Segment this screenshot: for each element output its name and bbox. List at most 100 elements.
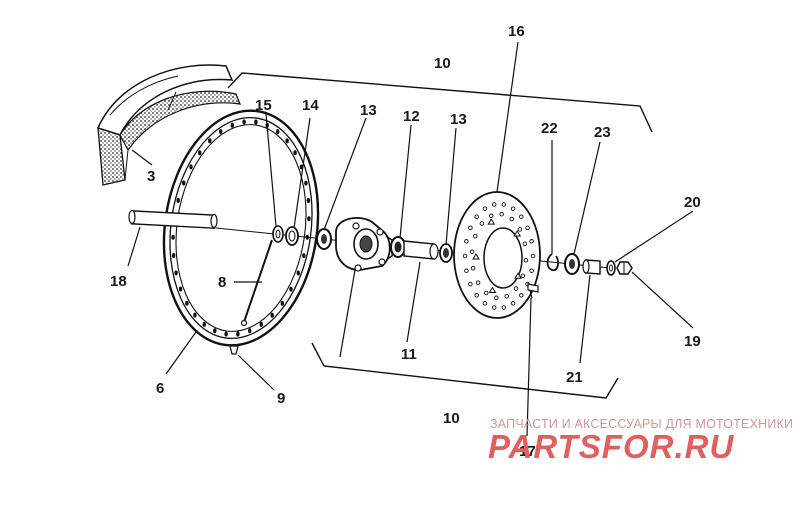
disc-bolt — [527, 283, 539, 299]
callout-12: 12 — [403, 108, 420, 125]
callout-6: 6 — [156, 380, 164, 397]
spoke-hole — [176, 197, 180, 203]
spoke-hole — [213, 328, 217, 334]
outer-seal — [564, 253, 580, 275]
callout-3: 3 — [147, 168, 155, 185]
seal-13-left — [316, 228, 332, 250]
rim — [162, 109, 320, 347]
spoke-hole — [293, 150, 297, 156]
disc-hole — [501, 305, 507, 310]
spoke-hole — [236, 331, 240, 337]
callout-13-left: 13 — [360, 102, 377, 119]
disc-hole — [468, 225, 473, 231]
disc-mount-hole — [488, 286, 497, 293]
disc-hole — [479, 221, 485, 226]
spoke-hole — [296, 270, 300, 276]
seal-13-right — [439, 243, 453, 263]
spoke-hole — [208, 138, 212, 144]
disc-hole — [530, 253, 536, 259]
disc-hole — [464, 239, 469, 244]
watermark-subtitle: ЗАПЧАСТИ И АКСЕССУАРЫ ДЛЯ МОТОТЕХНИКИ — [490, 417, 793, 431]
disc-hole — [488, 213, 494, 219]
spoke-hole — [259, 321, 263, 327]
washer — [606, 260, 616, 276]
spoke-hole — [198, 150, 202, 156]
callout-14: 14 — [302, 97, 319, 114]
callout-17: 17 — [519, 443, 536, 460]
disc-hole — [472, 233, 478, 239]
spoke-hole — [202, 321, 207, 327]
disc-hole — [494, 295, 499, 301]
spoke-hole — [285, 138, 289, 144]
callout-15: 15 — [255, 97, 272, 114]
axle — [128, 209, 218, 229]
callout-labels: 3 6 8 9 10 10 11 12 13 13 14 15 16 17 18… — [110, 23, 701, 460]
spoke-hole — [289, 286, 293, 292]
callout-9: 9 — [277, 390, 285, 407]
disc-hole — [523, 257, 529, 263]
callout-10-bottom: 10 — [443, 410, 460, 427]
group-bracket-bottom — [311, 342, 619, 399]
watermark-brand: PARTSFOR.RU — [488, 428, 734, 465]
spoke-hole — [242, 119, 246, 125]
leader-lines — [127, 41, 694, 437]
disc-hole — [517, 227, 523, 232]
disc-hole — [499, 211, 504, 217]
tire-section — [96, 64, 241, 186]
spoke-hole — [182, 180, 186, 186]
spoke-hole — [189, 164, 193, 170]
callout-10-top: 10 — [434, 55, 451, 72]
spoke-hole — [171, 234, 175, 240]
spoke-hole — [193, 312, 197, 318]
disc-mount-hole — [514, 272, 522, 279]
group-bracket-top — [227, 72, 653, 133]
callout-11: 11 — [401, 346, 417, 363]
callout-16: 16 — [508, 23, 525, 40]
disc-hole — [483, 290, 489, 296]
nut — [616, 261, 633, 275]
callout-8: 8 — [218, 274, 226, 291]
disc-hole — [522, 241, 528, 247]
spoke-hole — [219, 129, 223, 135]
callout-20: 20 — [684, 194, 701, 211]
disc-hole — [470, 265, 476, 271]
disc-holes — [462, 202, 536, 310]
disc-hole — [519, 214, 524, 219]
spoke-hole — [306, 198, 311, 203]
callout-19: 19 — [684, 333, 701, 350]
watermark: ЗАПЧАСТИ И АКСЕССУАРЫ ДЛЯ МОТОТЕХНИКИ PA… — [488, 417, 793, 465]
disc-hole — [474, 293, 479, 298]
callout-18: 18 — [110, 273, 127, 290]
disc-hole — [468, 281, 473, 287]
disc-hole — [529, 268, 534, 273]
disc-mount-hole — [513, 230, 522, 237]
disc-hole — [474, 214, 479, 219]
disc-hole — [529, 239, 534, 244]
disc-hole — [525, 225, 530, 231]
spoke-hole — [302, 253, 306, 259]
disc-hole — [510, 206, 516, 211]
spoke-hole — [270, 312, 274, 318]
spacer-11 — [403, 240, 439, 260]
bearing-14 — [285, 226, 299, 246]
spoke-hole — [280, 300, 284, 306]
disc-hole — [491, 305, 497, 310]
disc-hole — [469, 249, 475, 255]
disc-mount-hole — [472, 253, 480, 260]
disc-hole — [482, 301, 488, 306]
disc-hole — [510, 301, 516, 306]
spoke-hole — [174, 270, 178, 276]
spoke-hole — [254, 119, 258, 125]
spoke-hole — [224, 331, 228, 337]
collar — [582, 259, 601, 275]
spoke-hole — [248, 328, 252, 334]
brake-disc — [453, 191, 541, 319]
bearing-12 — [390, 236, 406, 258]
spoke-hole — [304, 180, 308, 186]
spoke-hole — [307, 216, 311, 222]
spoke-hole — [230, 122, 235, 128]
callout-13-right: 13 — [450, 111, 467, 128]
disc-hole — [509, 216, 515, 222]
disc-hole — [462, 253, 468, 259]
spoke-hole — [178, 286, 183, 292]
